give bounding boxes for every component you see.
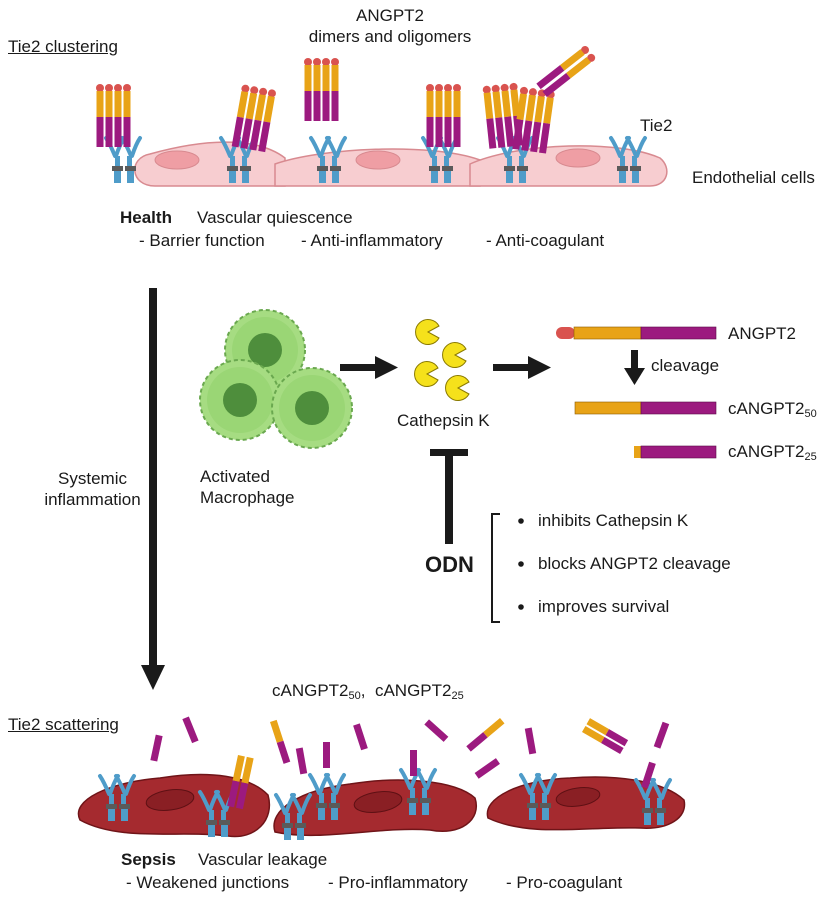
cathepsin-k-label: Cathepsin K	[397, 411, 490, 430]
health-point-antiinflammatory: - Anti-inflammatory	[301, 231, 443, 250]
systemic-inflammation-arrow	[141, 288, 165, 690]
cathepsin-k-pacman	[414, 361, 439, 387]
arrow-macrophage-to-cathepsin	[340, 356, 398, 379]
inhibition-bar	[430, 449, 468, 544]
systemic-inflammation-line1: Systemic	[58, 469, 127, 488]
cangpt2-50-fragment	[574, 401, 717, 415]
health-point-anticoagulant: - Anti-coagulant	[486, 231, 605, 250]
septic-nucleus	[555, 787, 601, 807]
systemic-inflammation-line2: inflammation	[44, 490, 141, 509]
septic-endothelium	[77, 716, 686, 842]
cathepsin-k-pacman	[415, 319, 440, 345]
angpt2-full-length	[556, 326, 717, 340]
angpt2-oligomer	[231, 84, 277, 153]
cangpt2-50-label: cANGPT250	[728, 399, 817, 420]
tie2-label: Tie2	[640, 116, 673, 135]
angpt2-label-line1: ANGPT2	[355, 6, 425, 25]
cangpt2-25-fragments	[150, 716, 670, 789]
arrow-cathepsin-to-angpt2	[493, 356, 551, 379]
healthy-nucleus	[355, 150, 401, 170]
angpt2-oligomer	[304, 58, 339, 121]
cangpt2-bound-dimer	[227, 755, 254, 810]
sepsis-label: Sepsis	[121, 850, 176, 869]
cangpt2-25-fragment	[634, 445, 717, 459]
odn-effects-bracket	[491, 513, 500, 623]
healthy-endothelium	[96, 46, 668, 187]
septic-nucleus	[145, 789, 195, 811]
odn-effect-survival: improves survival	[538, 597, 670, 616]
cathepsin-k-pacman	[445, 375, 470, 401]
macrophage-label-line2: Macrophage	[200, 488, 295, 507]
health-description: Vascular quiescence	[197, 208, 353, 227]
endothelial-cells-label: Endothelial cells	[692, 168, 815, 187]
sepsis-point-procoagulant: - Pro-coagulant	[506, 873, 623, 892]
health-point-barrier: - Barrier function	[139, 231, 265, 250]
cangpt2-50-fragments	[270, 718, 629, 764]
activated-macrophage	[199, 309, 353, 449]
fragments-label: cANGPT250, cANGPT225	[272, 681, 464, 702]
cangpt2-25-label: cANGPT225	[728, 442, 817, 463]
cathepsin-k-enzymes	[414, 319, 470, 401]
sepsis-point-junctions: - Weakened junctions	[126, 873, 290, 892]
cathepsin-k-pacman	[442, 342, 467, 368]
sepsis-point-proinflammatory: - Pro-inflammatory	[328, 873, 468, 892]
septic-nucleus	[353, 791, 403, 813]
bullet-icon	[518, 561, 524, 567]
health-label: Health	[120, 208, 172, 227]
cleavage-arrow	[624, 350, 645, 385]
healthy-nucleus	[154, 150, 200, 170]
angpt2-dimer	[536, 46, 596, 97]
angpt2-label: ANGPT2	[728, 324, 797, 343]
bullet-icon	[518, 604, 524, 610]
angpt2-oligomer	[96, 84, 131, 147]
odn-effect-blocks: blocks ANGPT2 cleavage	[538, 554, 731, 573]
healthy-nucleus	[555, 148, 601, 168]
tie2-clustering-heading: Tie2 clustering	[8, 37, 118, 56]
bullet-icon	[518, 518, 524, 524]
angpt2-oligomer	[511, 86, 556, 154]
macrophage-label-line1: Activated	[200, 467, 270, 486]
cleavage-label: cleavage	[651, 356, 720, 375]
angpt2-oligomer	[426, 84, 461, 147]
odn-effect-inhibits: inhibits Cathepsin K	[538, 511, 689, 530]
odn-label: ODN	[425, 552, 474, 577]
tie2-scattering-heading: Tie2 scattering	[8, 715, 119, 734]
sepsis-description: Vascular leakage	[198, 850, 328, 869]
angpt2-label-line2: dimers and oligomers	[308, 27, 472, 46]
